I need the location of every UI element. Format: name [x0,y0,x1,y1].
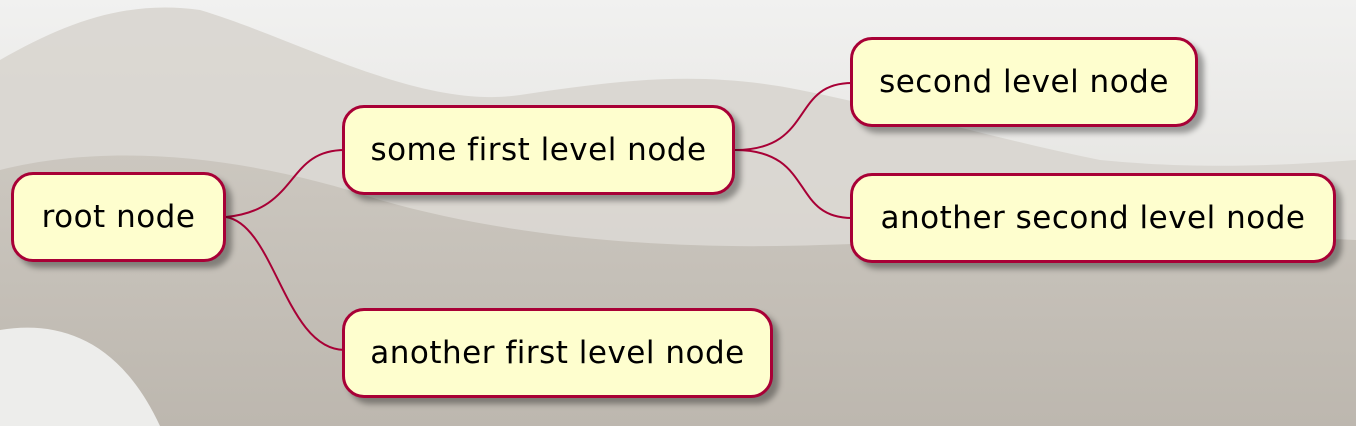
second-level-node-label: second level node [879,63,1169,100]
connector-root-to-first [225,149,346,218]
another-first-level-node[interactable]: another first level node [342,308,773,398]
connector-first-to-second [734,82,853,151]
root-node-label: root node [41,198,196,235]
root-node[interactable]: root node [11,172,226,262]
another-second-level-node[interactable]: another second level node [850,173,1336,263]
connector-first-to-another-second [734,149,853,219]
first-level-node[interactable]: some first level node [342,105,735,195]
another-first-level-node-label: another first level node [370,334,745,371]
second-level-node[interactable]: second level node [850,37,1198,127]
another-second-level-node-label: another second level node [880,199,1306,236]
first-level-node-label: some first level node [370,131,707,168]
connector-root-to-another-first [225,216,346,351]
